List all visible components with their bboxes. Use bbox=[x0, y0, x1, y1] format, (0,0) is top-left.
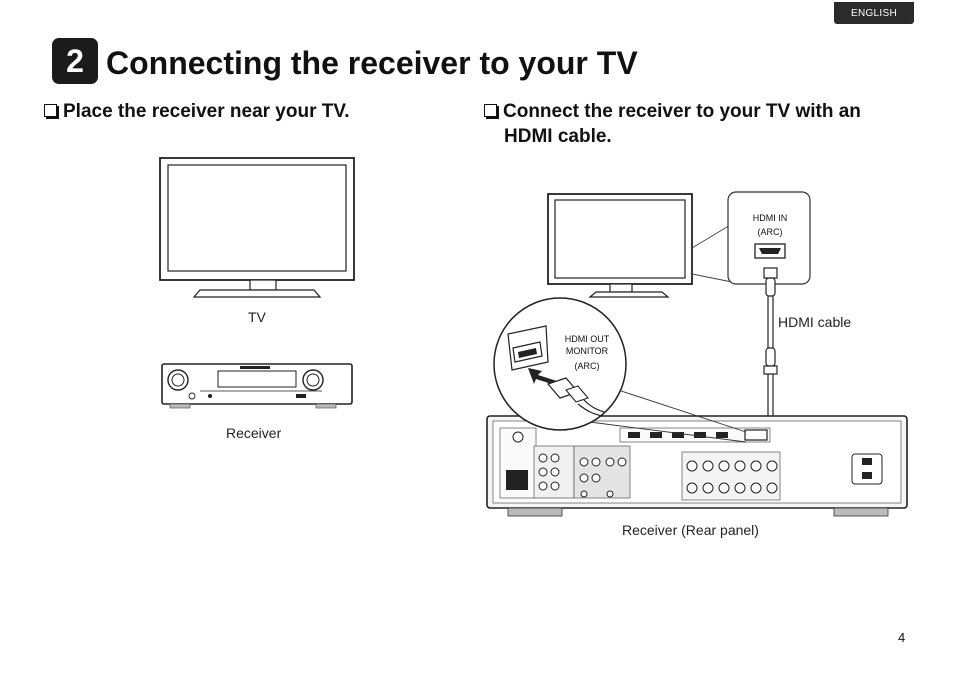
hdmi-cable-icon bbox=[760, 267, 778, 433]
checkbox-icon bbox=[44, 104, 57, 117]
checkbox-icon bbox=[484, 104, 497, 117]
receiver-port-label-2: MONITOR bbox=[566, 346, 609, 356]
receiver-hdmi-out-callout: HDMI OUT MONITOR (ARC) bbox=[493, 297, 627, 431]
right-step-heading: Connect the receiver to your TV with an … bbox=[484, 99, 924, 149]
tv-icon bbox=[159, 157, 355, 298]
receiver-port-label-1: HDMI OUT bbox=[565, 334, 610, 344]
right-step-heading-line2: HDMI cable. bbox=[504, 126, 612, 147]
right-step-heading-line1: Connect the receiver to your TV with an bbox=[503, 101, 861, 122]
hdmi-cable-caption: HDMI cable bbox=[778, 314, 852, 330]
receiver-port-sub: (ARC) bbox=[575, 361, 600, 371]
left-step-heading-text: Place the receiver near your TV. bbox=[63, 101, 350, 122]
language-tab: ENGLISH bbox=[834, 2, 914, 24]
receiver-rear-panel-icon bbox=[486, 415, 908, 517]
step-number-badge: 2 bbox=[52, 38, 98, 84]
page-number: 4 bbox=[898, 630, 906, 645]
tv-port-label: HDMI IN bbox=[753, 213, 788, 223]
tv-caption: TV bbox=[248, 309, 266, 325]
left-step-heading: Place the receiver near your TV. bbox=[44, 99, 350, 124]
page-title: Connecting the receiver to your TV bbox=[106, 45, 638, 81]
receiver-front-icon bbox=[161, 363, 353, 409]
hdmi-port-icon bbox=[754, 243, 786, 259]
tv-icon bbox=[547, 193, 693, 298]
tv-port-sub: (ARC) bbox=[758, 227, 783, 237]
receiver-caption: Receiver bbox=[226, 425, 282, 441]
hdmi-cable-icon bbox=[546, 377, 605, 417]
rear-panel-caption: Receiver (Rear panel) bbox=[622, 522, 759, 538]
hdmi-port-icon bbox=[507, 325, 549, 371]
